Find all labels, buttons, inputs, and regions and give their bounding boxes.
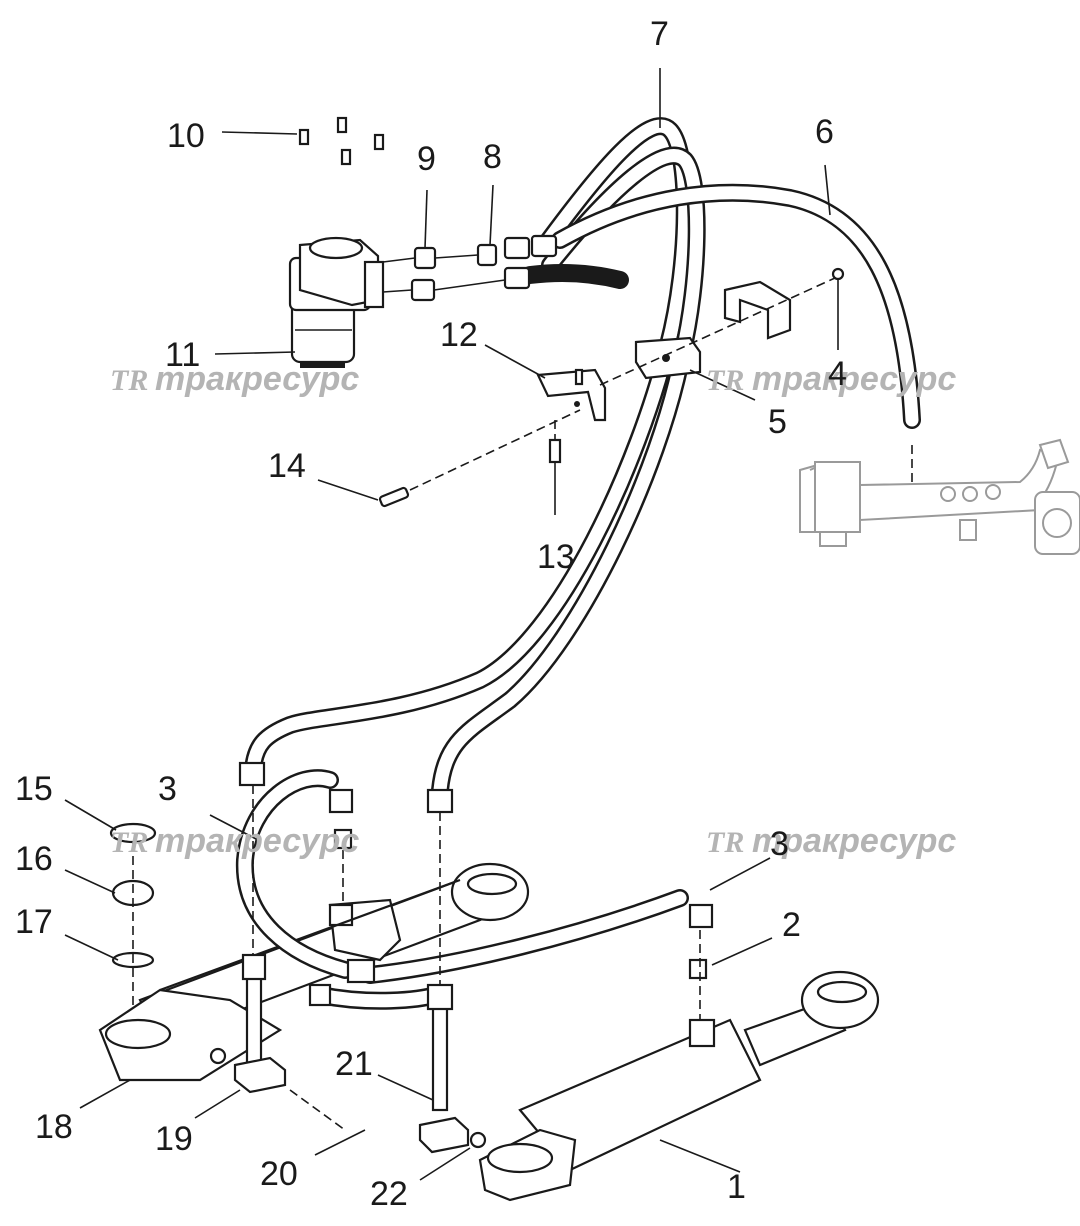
hoses-3 [235,761,714,1010]
watermark-3: TR тракресурс [110,822,359,860]
callout-21: 21 [335,1045,373,1083]
mounting-bracket [536,368,607,422]
leader-lines [64,68,839,1181]
callout-22: 22 [370,1175,408,1213]
svg-text:тракресурс: тракресурс [155,360,359,398]
hose-clamp [634,280,792,380]
callout-5: 5 [768,403,787,441]
callout-1: 1 [727,1168,746,1206]
callout-14: 14 [268,447,306,485]
svg-text:тракресурс: тракресурс [155,822,359,860]
svg-text:TR: TR [706,364,744,397]
fittings [298,116,845,386]
callout-4: 4 [828,355,847,393]
svg-text:тракресурс: тракресурс [752,360,956,398]
alignment-lines [132,445,913,1131]
callout-labels: 1 2 3 3 4 5 6 7 8 9 10 11 12 13 14 15 16… [15,15,847,1213]
callout-9: 9 [417,140,436,178]
hose-bundle [244,117,921,799]
svg-text:TR: TR [110,826,148,859]
cylinder-front-large [98,878,461,1082]
callout-12: 12 [440,316,478,354]
callout-3a: 3 [158,770,177,808]
callout-13: 13 [537,538,575,576]
steering-control-unit [288,236,385,368]
watermark-4: TR тракресурс [706,822,956,860]
callout-6: 6 [815,113,834,151]
callout-10: 10 [167,117,205,155]
callout-19: 19 [155,1120,193,1158]
callout-11: 11 [165,336,200,374]
callout-7: 7 [650,15,669,53]
watermark-1: TR тракресурс [110,360,359,398]
cylinder-1 [478,970,880,1202]
callout-17: 17 [15,903,53,941]
svg-text:TR: TR [706,826,744,859]
axle-housing-ghost [799,438,1080,555]
callout-2: 2 [782,906,801,944]
svg-text:TR: TR [110,364,148,397]
svg-text:тракресурс: тракресурс [752,822,956,860]
callout-20: 20 [260,1155,298,1193]
callout-15: 15 [15,770,53,808]
watermark-2: TR тракресурс [706,360,956,398]
callout-8: 8 [483,138,502,176]
bolt-14 [378,409,581,508]
callout-3b: 3 [770,825,789,863]
callout-16: 16 [15,840,53,878]
callout-18: 18 [35,1108,73,1146]
